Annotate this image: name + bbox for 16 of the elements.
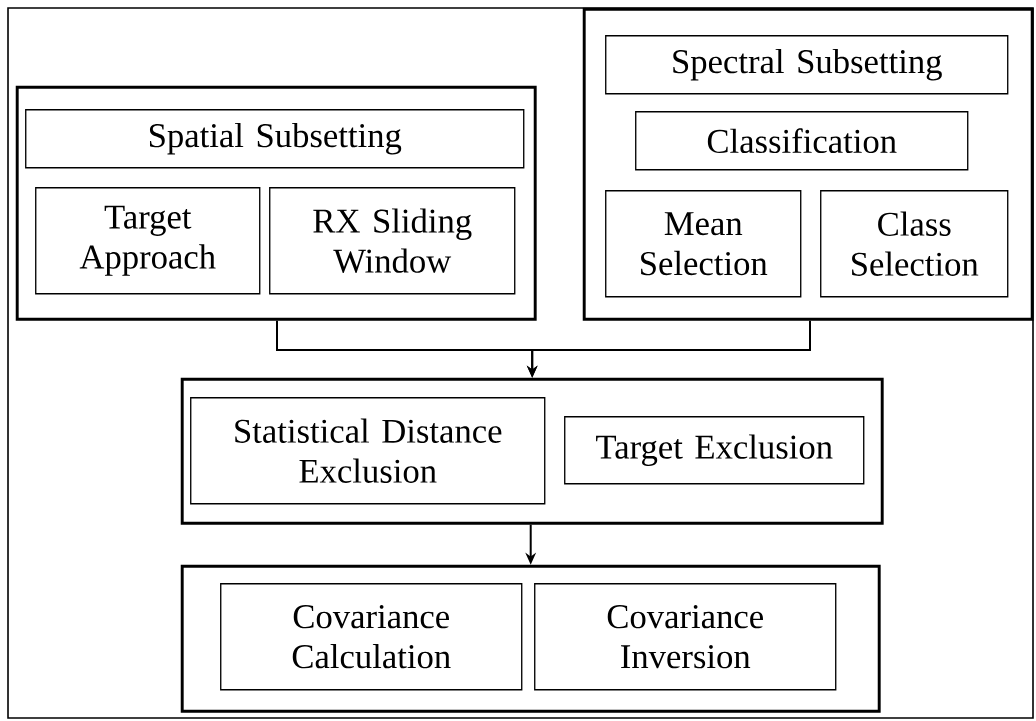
group-box	[15, 85, 537, 321]
process-box: Class Selection	[820, 190, 1009, 298]
group-box	[582, 7, 1034, 321]
process-box: Target Exclusion	[564, 416, 865, 485]
group-box	[180, 564, 881, 713]
group-box	[180, 377, 884, 525]
process-box: Covariance Calculation	[220, 583, 523, 691]
process-box: Classification	[635, 111, 969, 171]
process-box: Covariance Inversion	[534, 583, 837, 691]
frame	[7, 7, 1034, 719]
process-box: Mean Selection	[605, 190, 802, 298]
process-box: Target Approach	[35, 187, 261, 295]
process-box: Spectral Subsetting	[605, 35, 1009, 95]
process-box: RX Sliding Window	[269, 187, 516, 295]
process-box: Spatial Subsetting	[25, 109, 525, 169]
process-box: Statistical Distance Exclusion	[190, 397, 546, 505]
